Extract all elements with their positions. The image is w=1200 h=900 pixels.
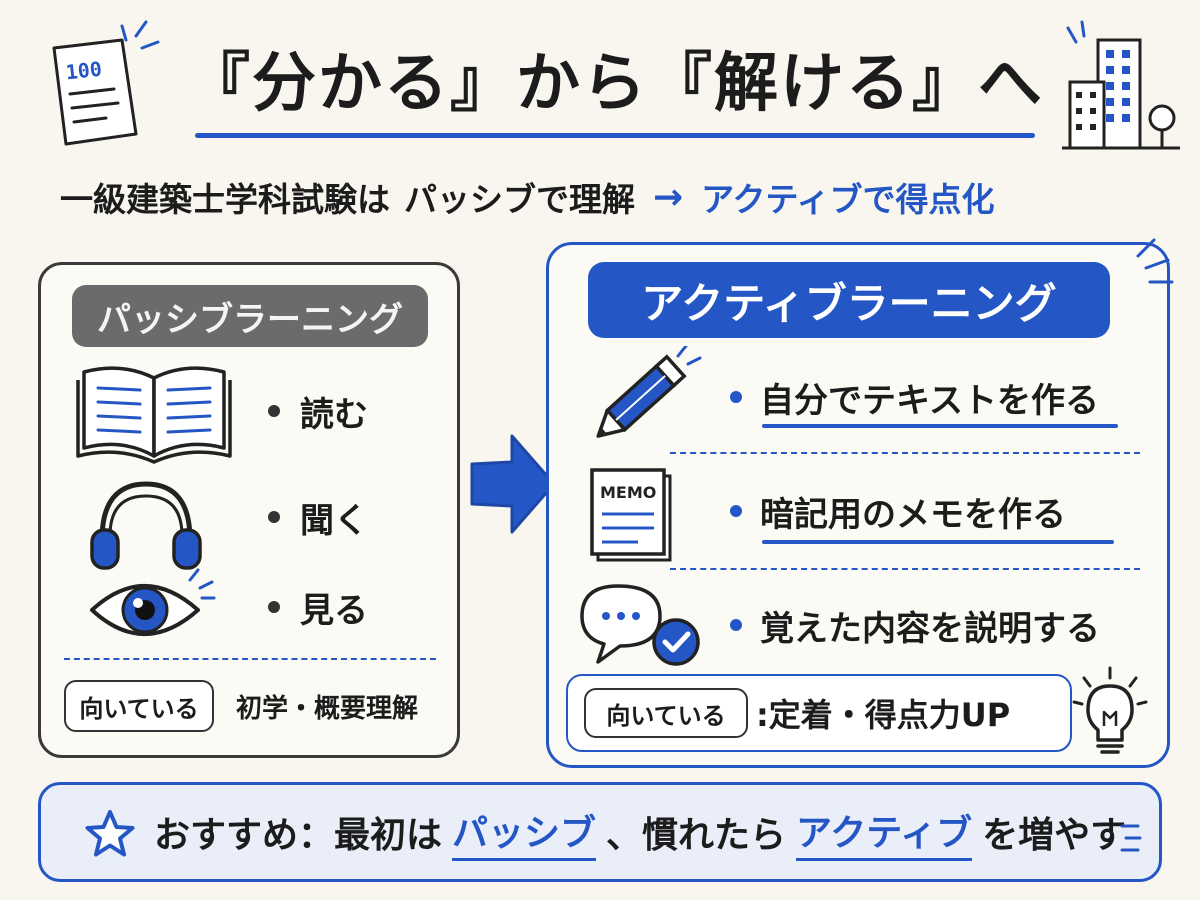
recommendation-middle: 、慣れたら (606, 815, 787, 856)
passive-suit-badge: 向いている (64, 680, 214, 732)
open-book-icon (74, 360, 234, 464)
active-divider (670, 452, 1140, 454)
test-paper-score: 100 (65, 57, 103, 85)
memo-icon-text: MEMO (600, 483, 656, 502)
passive-item-see-label: 見る (300, 590, 368, 631)
test-paper-icon: 100 (40, 34, 150, 154)
buildings-icon (1062, 30, 1182, 154)
subtitle-passive: パッシブで理解 (404, 180, 635, 219)
active-item-explain: 覚えた内容を説明する (730, 598, 1100, 652)
passive-learning-label: パッシブラーニング (72, 285, 428, 347)
eye-icon (86, 566, 216, 646)
active-item-explain-label: 覚えた内容を説明する (760, 608, 1100, 649)
active-suit-text: :定着・得点力UP (756, 696, 1011, 734)
subtitle-prefix: 一級建築士学科試験は (60, 180, 390, 219)
active-divider (670, 568, 1140, 570)
pencil-icon (582, 346, 702, 450)
memo-icon: MEMO (588, 466, 678, 566)
speech-check-icon (578, 578, 706, 670)
recommendation-text: おすすめ：最初は パッシブ 、慣れたら アクティブ を増やす (154, 782, 1200, 882)
recommendation-prefix: おすすめ：最初は (154, 815, 443, 856)
bullet-dot (730, 391, 742, 403)
active-item-underline (762, 540, 1114, 544)
recommendation-active: アクティブ (796, 804, 973, 861)
bullet-dot (268, 511, 280, 523)
active-item-make-text-label: 自分でテキストを作る (760, 380, 1099, 421)
light-bulb-icon (1070, 664, 1150, 760)
passive-item-listen: 聞く (268, 490, 368, 544)
subtitle-arrow: → (653, 176, 684, 218)
passive-divider (64, 658, 436, 660)
passive-item-read: 読む (268, 384, 368, 438)
recommendation-passive: パッシブ (452, 804, 597, 861)
page-title: 『分かる』から『解ける』へ (186, 47, 1044, 121)
passive-item-listen-label: 聞く (300, 500, 368, 541)
sparkle-lines-icon (1062, 18, 1102, 58)
sparkle-lines-icon (1118, 818, 1148, 858)
bullet-dot (730, 505, 742, 517)
sparkle-lines-icon (1128, 236, 1188, 296)
active-item-make-memo-label: 暗記用のメモを作る (760, 494, 1066, 535)
bullet-dot (730, 619, 742, 631)
passive-item-see: 見る (268, 580, 368, 634)
recommendation-bar (38, 782, 1162, 882)
active-item-make-memo: 暗記用のメモを作る (730, 484, 1066, 538)
sparkle-lines-icon (118, 10, 168, 58)
subtitle: 一級建築士学科試験は パッシブで理解 → アクティブで得点化 (60, 170, 1160, 224)
bullet-dot (268, 405, 280, 417)
title-underline (195, 133, 1035, 138)
active-suit-badge: 向いている (584, 688, 748, 738)
headphones-icon (86, 474, 206, 574)
active-item-make-text: 自分でテキストを作る (730, 370, 1099, 424)
passive-suit-text: 初学・概要理解 (236, 693, 419, 724)
active-item-underline (762, 424, 1118, 428)
bullet-dot (268, 601, 280, 613)
recommendation-suffix: を増やす (982, 815, 1127, 856)
active-learning-label: アクティブラーニング (588, 262, 1110, 338)
passive-item-read-label: 読む (300, 394, 368, 435)
subtitle-active: アクティブで得点化 (701, 180, 995, 219)
right-arrow-icon (468, 432, 558, 537)
star-icon (82, 808, 138, 860)
